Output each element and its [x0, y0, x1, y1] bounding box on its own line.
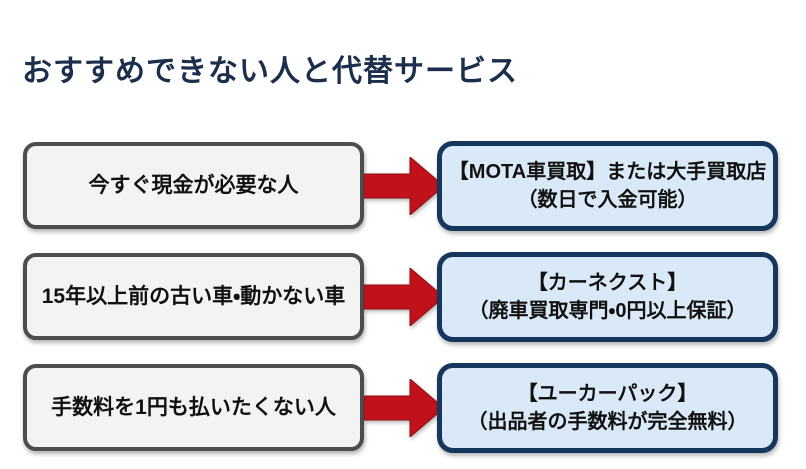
solution-line1: 【MOTA車買取】または大手買取店: [448, 161, 767, 183]
arrow-right-icon: [364, 379, 444, 437]
problem-box: 今すぐ現金が必要な人: [23, 142, 364, 229]
row-cash-needed: 今すぐ現金が必要な人 【MOTA車買取】または大手買取店 （数日で入金可能）: [0, 141, 806, 231]
solution-line1: 【カーネクスト】: [527, 272, 688, 294]
problem-box: 15年以上前の古い車・動かない車: [23, 253, 364, 340]
solution-box: 【MOTA車買取】または大手買取店 （数日で入金可能）: [437, 141, 778, 231]
solution-line1: 【ユーカーパック】: [517, 383, 698, 405]
problem-text: 15年以上前の古い車・動かない車: [41, 284, 346, 308]
row-no-fees: 手数料を1円も払いたくない人 【ユーカーパック】 （出品者の手数料が完全無料）: [0, 363, 806, 453]
solution-box: 【ユーカーパック】 （出品者の手数料が完全無料）: [437, 363, 778, 453]
problem-box: 手数料を1円も払いたくない人: [23, 364, 364, 451]
problem-text: 手数料を1円も払いたくない人: [51, 395, 336, 419]
arrow-right-icon: [364, 268, 444, 326]
solution-line2: （数日で入金可能）: [517, 189, 698, 211]
solution-line2: （廃車買取専門・0円以上保証）: [468, 300, 747, 322]
solution-line2: （出品者の手数料が完全無料）: [467, 411, 748, 433]
solution-box: 【カーネクスト】 （廃車買取専門・0円以上保証）: [437, 252, 778, 342]
problem-text: 今すぐ現金が必要な人: [88, 173, 299, 197]
arrow-right-icon: [364, 157, 444, 215]
row-old-car: 15年以上前の古い車・動かない車 【カーネクスト】 （廃車買取専門・0円以上保証…: [0, 252, 806, 342]
page-title: おすすめできない人と代替サービス: [22, 55, 518, 88]
